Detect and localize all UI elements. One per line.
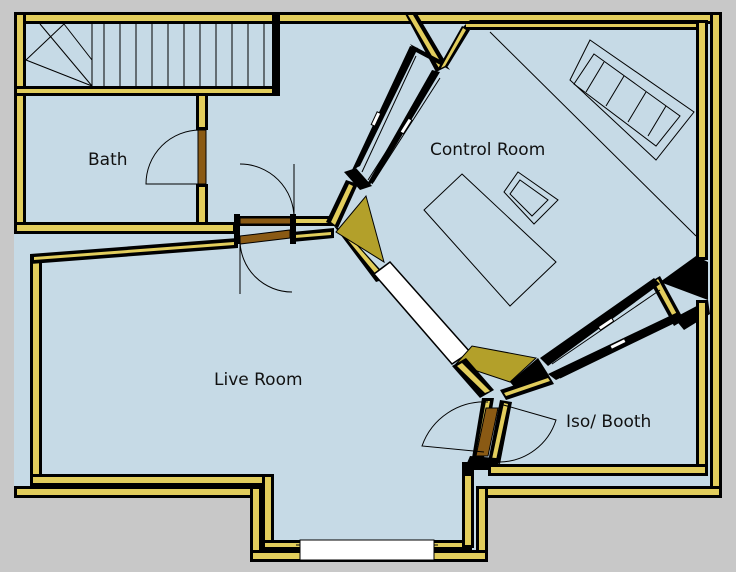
bath-walls [14, 96, 236, 234]
hall-door [234, 163, 336, 294]
control-room-window-bottom [547, 285, 685, 379]
control-room-window-top [355, 51, 441, 185]
floor-area [14, 12, 722, 562]
iso-booth-label: Iso/ Booth [566, 412, 651, 432]
bath-door-swing [145, 129, 201, 185]
staircase [14, 12, 280, 96]
bass-trap-bottom [455, 345, 538, 383]
bath-door-panel [197, 129, 207, 185]
couch [569, 39, 695, 161]
central-partition [335, 194, 554, 400]
diagonal-guide [489, 31, 697, 237]
console-desk [423, 173, 557, 307]
control-room-label: Control Room [430, 140, 545, 160]
iso-door-panel [475, 407, 499, 457]
live-room-window [296, 539, 438, 561]
control-room-walls [326, 12, 710, 380]
producer-chair [503, 171, 559, 225]
iso-booth-walls [421, 300, 708, 476]
live-room-label: Live Room [214, 370, 303, 390]
bath-label: Bath [88, 150, 128, 170]
bass-trap-top [335, 194, 385, 264]
